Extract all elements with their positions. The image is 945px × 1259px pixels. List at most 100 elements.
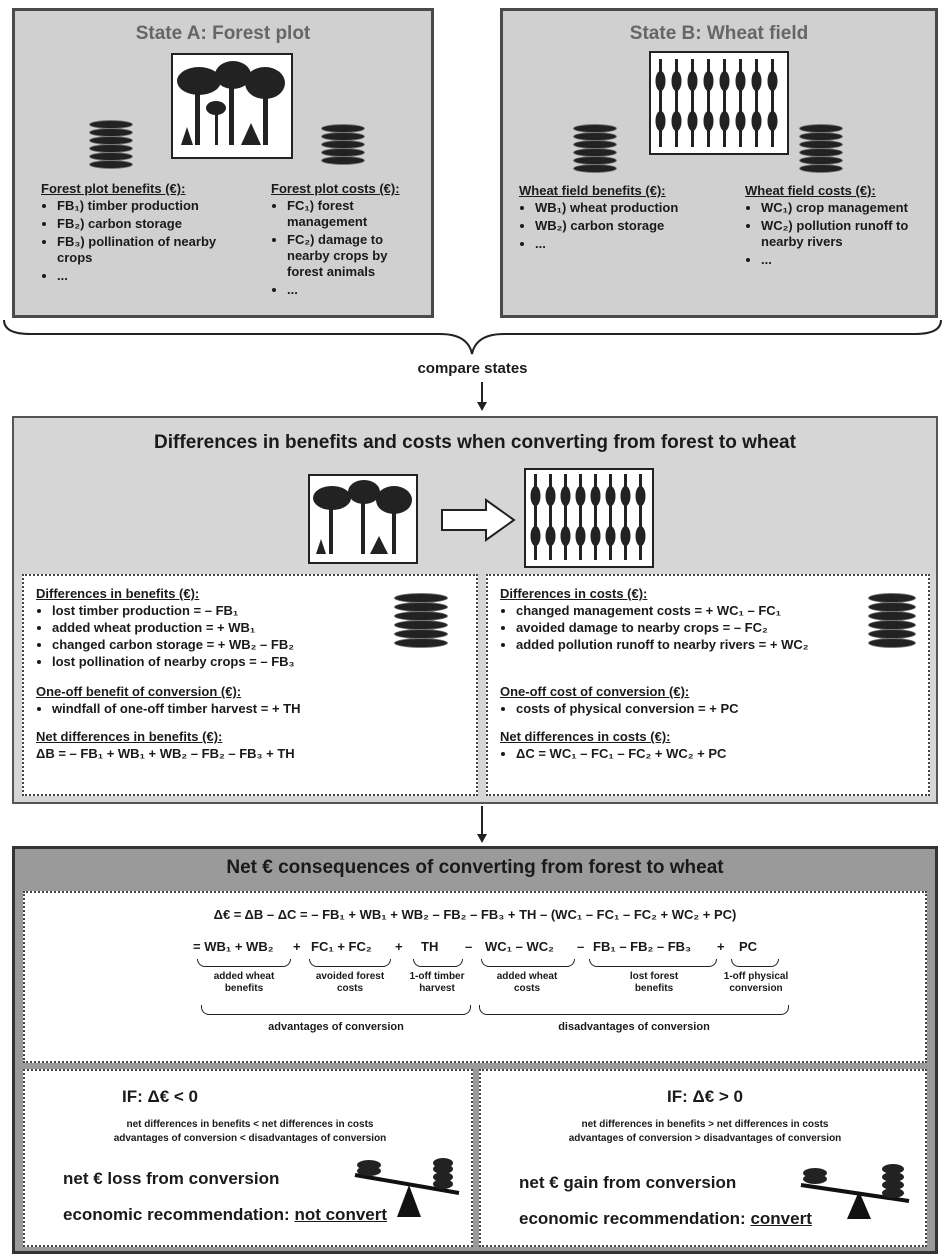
wheat-field-illustration-small xyxy=(524,468,654,568)
eq-operator: + xyxy=(293,939,301,954)
cost-differences-box: Differences in costs (€): changed manage… xyxy=(486,574,930,796)
group-bracket xyxy=(309,959,391,967)
benefit-difference-item: added wheat production = + WB₁ xyxy=(52,619,464,636)
loss-recommendation-prefix: economic recommendation: xyxy=(63,1205,290,1224)
coin-stack-icon xyxy=(868,593,916,648)
forest-benefit-item: FB₂) carbon storage xyxy=(57,216,231,232)
net-costs-heading: Net differences in costs (€): xyxy=(500,729,671,744)
loss-condition: IF: Δ€ < 0 xyxy=(122,1087,198,1106)
forest-benefit-item: FB₁) timber production xyxy=(57,198,231,214)
wheat-cost-item: WC₂) pollution runoff to nearby rivers xyxy=(761,218,925,250)
eq-operator: + xyxy=(717,939,725,954)
gain-recommendation-prefix: economic recommendation: xyxy=(519,1209,746,1228)
forest-costs-heading: Forest plot costs (€): xyxy=(271,181,400,196)
group-label: 1-off timber harvest xyxy=(409,971,465,994)
group-bracket xyxy=(413,959,463,967)
net-consequences-panel: Net € consequences of converting from fo… xyxy=(12,846,938,1254)
forest-benefit-item: FB₃) pollination of nearby crops xyxy=(57,234,231,266)
net-consequences-title: Net € consequences of converting from fo… xyxy=(226,857,724,878)
state-a-title: State A: Forest plot xyxy=(135,23,311,44)
wheat-benefit-item: WB₁) wheat production xyxy=(535,200,719,216)
eq-operator: – xyxy=(577,939,585,954)
net-benefits-heading: Net differences in benefits (€): xyxy=(36,729,223,744)
arrow-down-icon xyxy=(477,382,487,411)
disadvantages-bracket xyxy=(479,1005,789,1015)
wheat-cost-item: WC₁) crop management xyxy=(761,200,925,216)
cost-differences-heading: Differences in costs (€): xyxy=(500,586,648,601)
oneoff-benefit-heading: One-off benefit of conversion (€): xyxy=(36,684,242,699)
forest-cost-item: FC₂) damage to nearby crops by forest an… xyxy=(287,232,427,280)
loss-outcome-box: IF: Δ€ < 0 net differences in benefits <… xyxy=(23,1069,473,1247)
forest-benefit-item: ... xyxy=(57,268,231,284)
eq-term: PC xyxy=(739,939,758,954)
loss-line1: net differences in benefits < net differ… xyxy=(126,1119,374,1130)
state-b-panel: State B: Wheat field Wheat field benefit… xyxy=(500,8,938,318)
benefit-difference-item: lost pollination of nearby crops = – FB₃ xyxy=(52,653,464,670)
oneoff-cost-item: costs of physical conversion = + PC xyxy=(516,700,916,717)
group-bracket xyxy=(731,959,779,967)
group-label: added wheat costs xyxy=(496,971,558,994)
benefit-difference-item: changed carbon storage = + WB₂ – FB₂ xyxy=(52,636,464,653)
group-label: lost forest benefits xyxy=(629,971,679,994)
wheat-costs-heading: Wheat field costs (€): xyxy=(745,183,876,198)
eq-term: = WB₁ + WB₂ xyxy=(193,939,274,954)
cost-difference-item: added pollution runoff to nearby rivers … xyxy=(516,636,916,653)
gain-condition: IF: Δ€ > 0 xyxy=(667,1087,743,1106)
differences-title: Differences in benefits and costs when c… xyxy=(154,432,796,453)
group-bracket xyxy=(481,959,575,967)
gain-outcome-box: IF: Δ€ > 0 net differences in benefits >… xyxy=(479,1069,927,1247)
eq-term: FC₁ + FC₂ xyxy=(311,939,372,954)
net-benefits-formula: ΔB = – FB₁ + WB₁ + WB₂ – FB₂ – FB₃ + TH xyxy=(36,746,295,761)
loss-result: net € loss from conversion xyxy=(63,1169,280,1188)
forest-illustration-small xyxy=(308,474,418,564)
differences-panel: Differences in benefits and costs when c… xyxy=(12,416,938,804)
advantages-bracket xyxy=(201,1005,471,1015)
group-label: added wheat benefits xyxy=(213,971,275,994)
benefit-differences-box: Differences in benefits (€): lost timber… xyxy=(22,574,478,796)
eq-term: WC₁ – WC₂ xyxy=(485,939,554,954)
coin-stack-icon xyxy=(394,593,448,648)
forest-cost-item: FC₁) forest management xyxy=(287,198,427,230)
wheat-field-illustration xyxy=(649,51,789,155)
cost-difference-item: avoided damage to nearby crops = – FC₂ xyxy=(516,619,916,636)
arrow-right-icon xyxy=(441,498,516,542)
eq-operator: – xyxy=(465,939,473,954)
compare-label: compare states xyxy=(417,360,528,377)
gain-result: net € gain from conversion xyxy=(519,1173,737,1192)
coin-stack-icon xyxy=(799,124,843,173)
state-b-title: State B: Wheat field xyxy=(629,23,809,44)
loss-line2: advantages of conversion < disadvantages… xyxy=(113,1133,387,1144)
gain-line1: net differences in benefits > net differ… xyxy=(581,1119,829,1130)
eq-term: TH xyxy=(421,939,439,954)
coin-stack-icon xyxy=(573,124,617,173)
coin-stack-icon xyxy=(89,120,133,169)
forest-illustration xyxy=(171,53,293,159)
wheat-benefit-item: ... xyxy=(535,236,719,252)
balance-scale-icon xyxy=(354,1158,460,1217)
eq-operator: + xyxy=(395,939,403,954)
benefit-differences-heading: Differences in benefits (€): xyxy=(36,586,200,601)
group-label: avoided forest costs xyxy=(315,971,385,994)
arrow-down-icon xyxy=(477,806,487,843)
advantages-label: advantages of conversion xyxy=(268,1021,404,1033)
wheat-benefits-heading: Wheat field benefits (€): xyxy=(519,183,666,198)
cost-difference-item: changed management costs = + WC₁ – FC₁ xyxy=(516,602,916,619)
net-equation-box: Δ€ = ΔB – ΔC = – FB₁ + WB₁ + WB₂ – FB₂ –… xyxy=(23,891,927,1063)
compare-brace xyxy=(3,319,942,355)
disadvantages-label: disadvantages of conversion xyxy=(558,1021,710,1033)
loss-recommendation: not convert xyxy=(294,1205,388,1224)
group-label: 1-off physical conversion xyxy=(723,971,789,994)
group-bracket xyxy=(197,959,291,967)
forest-benefits-heading: Forest plot benefits (€): xyxy=(41,181,186,196)
net-equation-line1: Δ€ = ΔB – ΔC = – FB₁ + WB₁ + WB₂ – FB₂ –… xyxy=(213,907,737,922)
eq-term: FB₁ – FB₂ – FB₃ xyxy=(593,939,692,954)
benefit-difference-item: lost timber production = – FB₁ xyxy=(52,602,464,619)
oneoff-cost-heading: One-off cost of conversion (€): xyxy=(500,684,690,699)
balance-scale-icon xyxy=(800,1164,910,1219)
net-costs-formula: ΔC = WC₁ – FC₁ – FC₂ + WC₂ + PC xyxy=(516,745,916,762)
state-a-panel: State A: Forest plot Forest plot benefit… xyxy=(12,8,434,318)
wheat-cost-item: ... xyxy=(761,252,925,268)
gain-recommendation: convert xyxy=(750,1209,812,1228)
coin-stack-icon xyxy=(321,124,365,165)
group-bracket xyxy=(589,959,717,967)
